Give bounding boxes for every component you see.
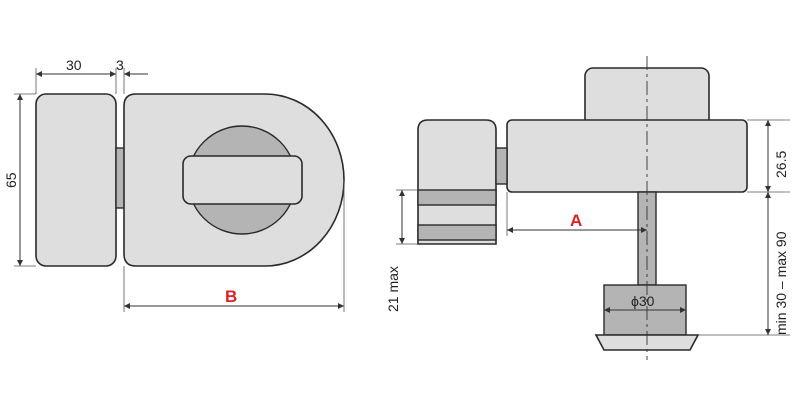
front-view: 30 3 65 B	[3, 57, 345, 312]
front-knob-handle	[182, 155, 303, 205]
side-view: A 21 max 26.5 min 30 – max 90 ϕ30	[385, 56, 790, 360]
side-latch-block	[417, 119, 497, 245]
dim-label-b: B	[225, 287, 237, 306]
side-connector	[495, 147, 508, 185]
side-latch-plate-1	[417, 189, 497, 206]
dim-label-30: 30	[66, 57, 82, 73]
dim-label-26-5: 26.5	[773, 151, 789, 178]
front-latch-block	[35, 93, 117, 267]
side-latch-plate-2	[417, 224, 497, 241]
dim-label-range: min 30 – max 90	[773, 231, 789, 335]
dim-label-65: 65	[3, 172, 19, 188]
dim-label-a: A	[570, 211, 582, 230]
side-main-housing	[506, 119, 748, 193]
dim-label-diameter: ϕ30	[631, 293, 655, 309]
dim-label-3: 3	[116, 57, 124, 73]
dim-label-21-max: 21 max	[385, 266, 401, 312]
